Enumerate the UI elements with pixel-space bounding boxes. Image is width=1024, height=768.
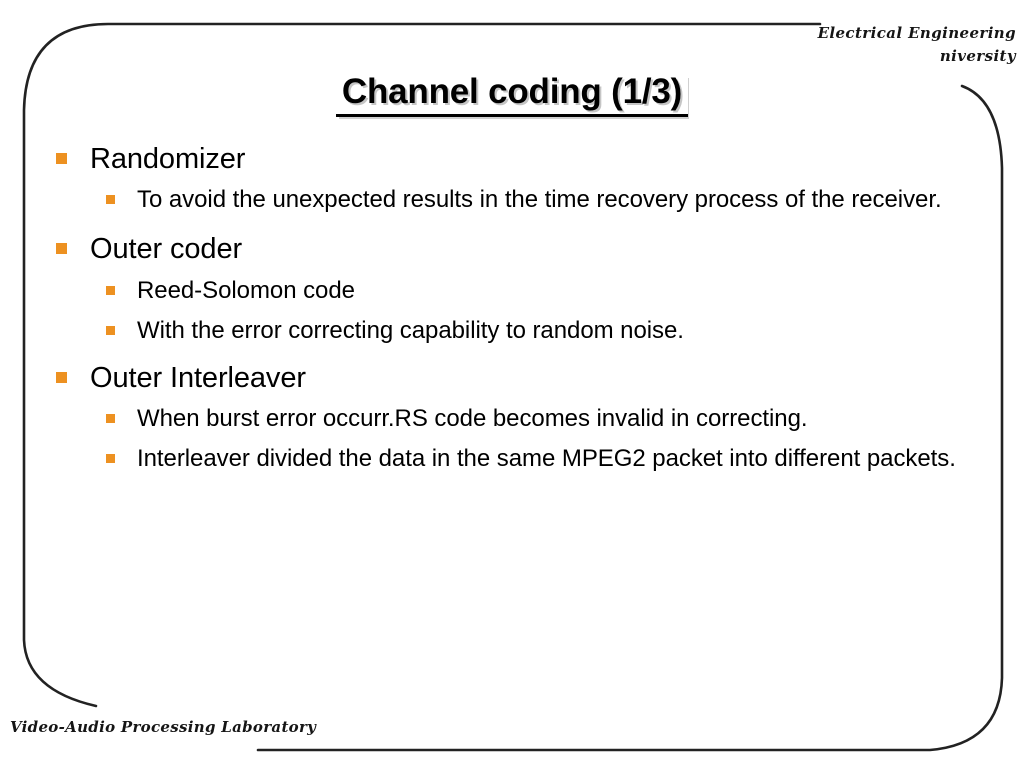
square-bullet-icon: [106, 315, 137, 335]
bullet-level2: To avoid the unexpected results in the t…: [106, 184, 996, 216]
bullet-level1-label: Outer Interleaver: [90, 362, 306, 394]
bullet-level2: Interleaver divided the data in the same…: [106, 443, 996, 475]
bullet-level1-label: Outer coder: [90, 233, 243, 266]
bullet-level1-label: Randomizer: [90, 143, 246, 175]
bullet-group: Randomizer To avoid the unexpected resul…: [56, 140, 996, 216]
square-bullet-icon: [56, 359, 90, 383]
bullet-level2-label: Interleaver divided the data in the same…: [137, 445, 956, 473]
bullet-level1: Outer coder: [56, 230, 996, 268]
square-bullet-icon: [106, 403, 137, 424]
org-header-line-1: Electrical Engineering: [817, 24, 1016, 42]
bullet-level2: When burst error occurr.RS code becomes …: [106, 403, 996, 435]
footer-lab-name: Video-Audio Processing Laboratory: [10, 718, 317, 736]
square-bullet-icon: [56, 140, 90, 164]
bullet-level2-label: With the error correcting capability to …: [137, 316, 684, 344]
square-bullet-icon: [106, 184, 137, 205]
title-container: Channel coding (1/3): [0, 73, 1024, 117]
slide-title: Channel coding (1/3): [335, 73, 689, 117]
bullet-group: Outer Interleaver When burst error occur…: [56, 359, 996, 476]
square-bullet-icon: [106, 275, 137, 295]
square-bullet-icon: [56, 230, 90, 255]
bullet-level2-label: When burst error occurr.RS code becomes …: [137, 405, 808, 433]
org-header-line-2: niversity: [939, 47, 1016, 66]
bullet-level2-label: To avoid the unexpected results in the t…: [137, 186, 942, 214]
organization-header: Electrical Engineering niversity: [596, 22, 1016, 69]
bullet-level2-label: Reed-Solomon code: [137, 276, 355, 304]
bullet-level2: With the error correcting capability to …: [106, 315, 996, 347]
bullet-level1: Randomizer: [56, 140, 996, 178]
bullet-level1: Outer Interleaver: [56, 359, 996, 397]
slide-body: Randomizer To avoid the unexpected resul…: [56, 140, 996, 486]
bullet-group: Outer coder Reed-Solomon code With the e…: [56, 230, 996, 347]
bullet-level2: Reed-Solomon code: [106, 275, 996, 307]
square-bullet-icon: [106, 443, 137, 464]
